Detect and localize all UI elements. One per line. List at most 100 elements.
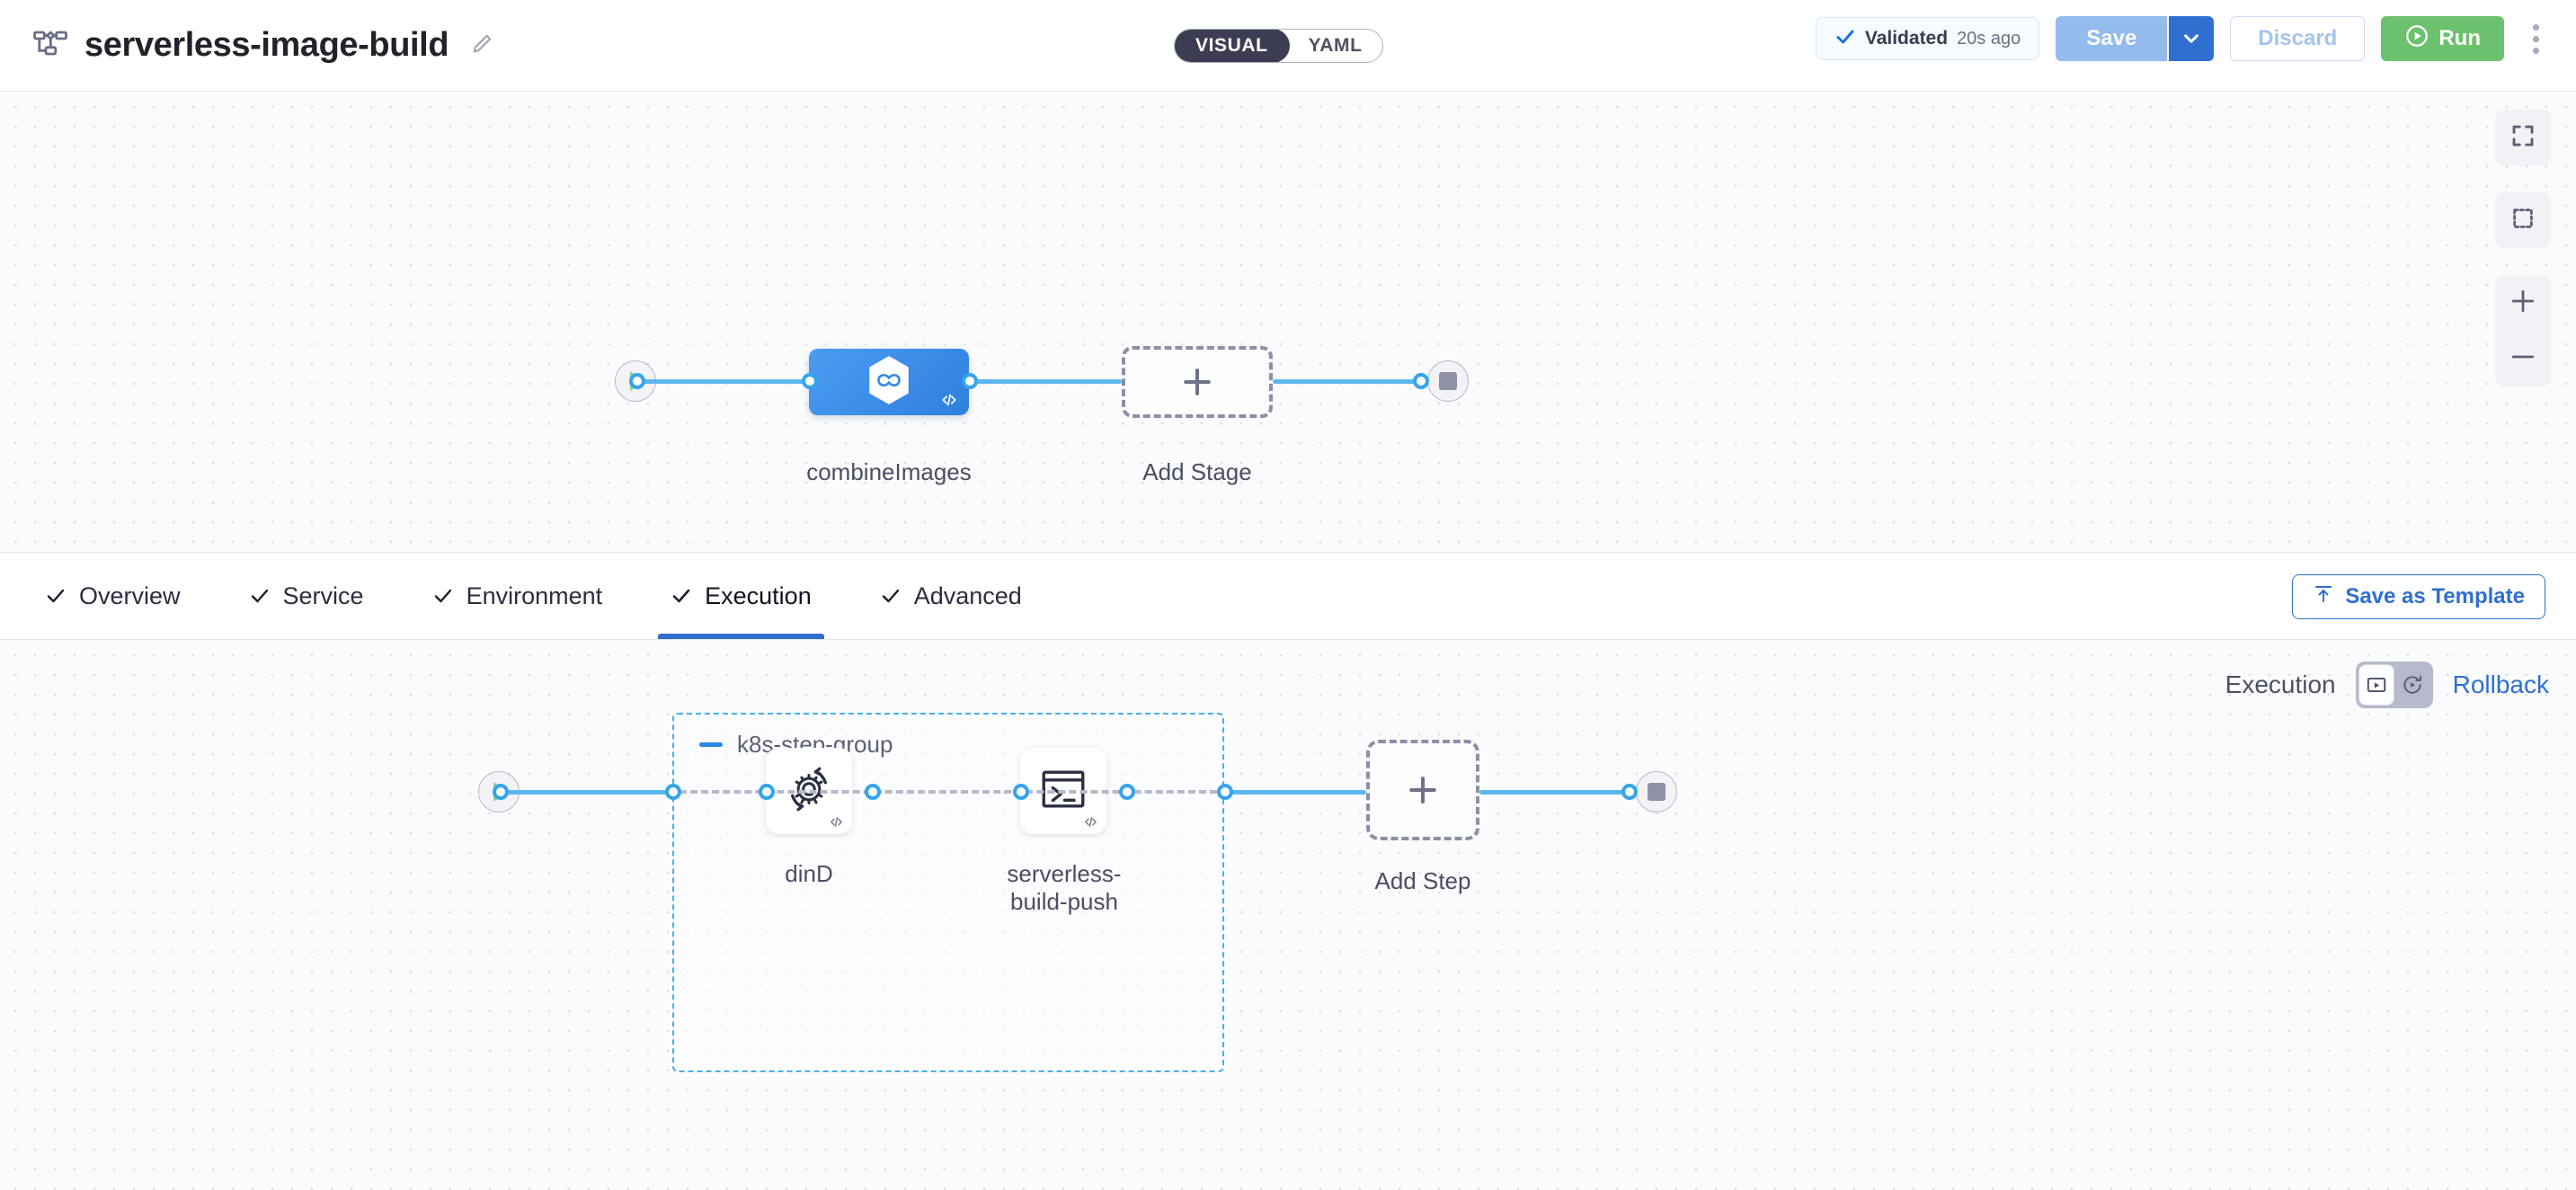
- top-bar: serverless-image-build VISUAL YAML Valid…: [0, 0, 2576, 92]
- play-circle-icon: [2404, 23, 2429, 55]
- stage-graph-canvas[interactable]: combineImages Add Stage: [0, 92, 2576, 552]
- stage-label: combineImages: [806, 458, 972, 485]
- tab-overview[interactable]: Overview: [40, 553, 186, 639]
- connector-dot[interactable]: [962, 373, 978, 389]
- step-label: dinD: [785, 860, 833, 887]
- save-split-button[interactable]: Save: [2056, 16, 2215, 61]
- zoom-in-button[interactable]: [2495, 275, 2551, 331]
- validated-timestamp: 20s ago: [1957, 28, 2021, 49]
- tab-label: Environment: [466, 582, 603, 609]
- tab-label: Execution: [705, 582, 812, 609]
- chevron-down-icon[interactable]: [2167, 16, 2215, 61]
- tab-label: Overview: [79, 582, 181, 609]
- execution-play-box-icon[interactable]: [2358, 664, 2394, 706]
- edge-start-to-stage: [640, 379, 811, 384]
- connector-dot[interactable]: [1413, 373, 1429, 389]
- dashed-square-icon: [2509, 205, 2536, 236]
- step-group-k8s[interactable]: k8s-step-group: [672, 713, 1224, 1072]
- pencil-icon[interactable]: [465, 31, 495, 60]
- validated-label: Validated: [1864, 28, 1949, 49]
- stage-end-node[interactable]: [1427, 360, 1469, 402]
- pipeline-flow-icon: [32, 28, 68, 64]
- header-actions: Validated 20s ago Save Discard Run: [1815, 16, 2551, 61]
- connector-dot[interactable]: [629, 373, 645, 389]
- step-label: serverless- build-push: [1007, 860, 1122, 915]
- harness-hexagon-infinity-icon: [865, 354, 913, 411]
- tab-label: Advanced: [913, 582, 1022, 609]
- minus-icon[interactable]: [699, 742, 723, 747]
- tab-visual[interactable]: VISUAL: [1174, 30, 1290, 62]
- run-label: Run: [2438, 26, 2481, 50]
- stage-node-combineimages[interactable]: [809, 349, 969, 415]
- add-stage-label: Add Stage: [1142, 458, 1252, 485]
- save-as-template-label: Save as Template: [2345, 584, 2525, 608]
- stop-icon: [1636, 771, 1677, 813]
- execution-graph-canvas[interactable]: Execution Rollback: [0, 640, 2576, 1190]
- tab-list: Overview Service Environment Execution A: [40, 553, 1027, 639]
- save-button[interactable]: Save: [2056, 16, 2168, 61]
- tab-execution[interactable]: Execution: [658, 553, 824, 639]
- execution-end-node[interactable]: [1636, 771, 1677, 813]
- check-icon: [249, 585, 271, 607]
- gear-rotate-icon: [783, 763, 835, 820]
- connector-dot[interactable]: [759, 784, 775, 800]
- expand-corners-icon: [2509, 122, 2536, 154]
- run-button[interactable]: Run: [2381, 16, 2504, 61]
- tab-label: Service: [282, 582, 364, 609]
- status-badge-validated: Validated 20s ago: [1815, 17, 2040, 60]
- connector-dot[interactable]: [1217, 784, 1233, 800]
- check-icon: [432, 585, 454, 607]
- connector-dot[interactable]: [865, 784, 881, 800]
- tab-service[interactable]: Service: [244, 553, 369, 639]
- execution-rollback-toggle[interactable]: [2355, 662, 2433, 708]
- discard-button[interactable]: Discard: [2230, 16, 2366, 61]
- template-upload-icon: [2313, 583, 2334, 611]
- plus-icon: [1177, 362, 1217, 402]
- connector-dot[interactable]: [1119, 784, 1135, 800]
- add-stage-button[interactable]: [1122, 346, 1273, 418]
- plus-icon: [2509, 287, 2537, 320]
- edge-stage-to-addstage: [973, 379, 1122, 384]
- stage-config-tabs: Overview Service Environment Execution A: [0, 552, 2576, 640]
- add-step-label: Add Step: [1374, 867, 1471, 894]
- edge-group-internal: [680, 790, 1228, 794]
- code-brackets-icon: [940, 391, 958, 409]
- code-brackets-icon: [829, 814, 844, 830]
- edge-group-to-addstep: [1228, 790, 1366, 795]
- connector-dot[interactable]: [1013, 784, 1029, 800]
- stop-icon: [1427, 360, 1469, 402]
- zoom-out-button[interactable]: [2495, 331, 2551, 386]
- save-as-template-button[interactable]: Save as Template: [2292, 574, 2545, 619]
- connector-dot[interactable]: [802, 373, 818, 389]
- terminal-icon: [1037, 763, 1089, 820]
- minus-icon: [2509, 342, 2537, 376]
- add-step-button[interactable]: [1366, 740, 1479, 840]
- canvas-controls: [2495, 110, 2551, 386]
- check-icon: [671, 585, 692, 607]
- tab-environment[interactable]: Environment: [427, 553, 608, 639]
- connector-dot[interactable]: [493, 784, 509, 800]
- connector-dot[interactable]: [665, 784, 681, 800]
- zoom-controls: [2495, 275, 2551, 386]
- edge-addstage-to-end: [1273, 379, 1420, 384]
- edge-addstep-to-end: [1479, 790, 1629, 795]
- check-icon: [1834, 26, 1856, 52]
- code-brackets-icon: [1083, 814, 1098, 830]
- page-title: serverless-image-build: [84, 26, 449, 64]
- check-icon: [45, 585, 67, 607]
- check-icon: [880, 585, 902, 607]
- kebab-menu-icon[interactable]: [2520, 16, 2551, 61]
- edge-start-to-group: [503, 790, 674, 795]
- fit-to-screen-button[interactable]: [2495, 110, 2551, 165]
- rollback-arrow-icon[interactable]: [2394, 673, 2430, 697]
- connector-dot[interactable]: [1621, 784, 1638, 800]
- pipeline-title-group: serverless-image-build: [32, 26, 495, 65]
- tab-yaml[interactable]: YAML: [1308, 35, 1363, 56]
- execution-rollback-switcher: Execution Rollback: [2225, 662, 2549, 708]
- rollback-label[interactable]: Rollback: [2452, 670, 2549, 698]
- selection-box-button[interactable]: [2495, 192, 2551, 248]
- visual-yaml-toggle[interactable]: VISUAL YAML: [1174, 29, 1383, 63]
- tab-advanced[interactable]: Advanced: [875, 553, 1027, 639]
- plus-icon: [1403, 770, 1443, 810]
- execution-label: Execution: [2225, 670, 2336, 698]
